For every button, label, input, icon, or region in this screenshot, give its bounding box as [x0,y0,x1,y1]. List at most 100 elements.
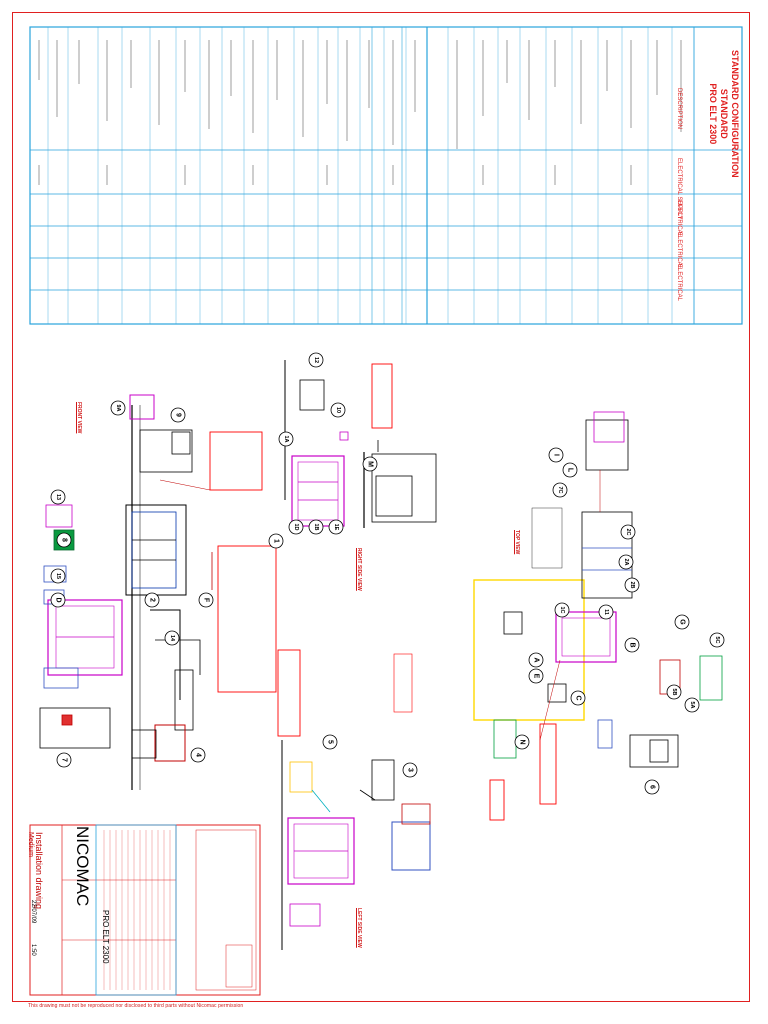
callout-label: 12 [313,357,319,363]
callout-circle [308,352,324,368]
callout-1c: 1C [554,602,570,618]
callout-circle [50,592,66,608]
callout-circle [308,519,324,535]
callout-circle [50,489,66,505]
callout-label: 15 [55,573,61,579]
callout-circle [190,747,206,763]
callout-label: M [367,461,374,467]
page-border [12,12,750,1002]
callout-label: A [533,657,540,662]
callout-12: 12 [308,352,324,368]
callout-label: 7 [61,758,68,762]
callout-1: 1 [268,533,284,549]
callout-label: 10 [335,407,341,413]
callout-circle [56,532,72,548]
callout-label: B [629,642,636,647]
left-side-view [277,649,431,950]
table-title-line-3: PRO ELT 2300 [708,83,718,145]
callout-circle [554,602,570,618]
callout-circle [598,604,614,620]
callout-g: G [674,614,690,630]
callout-label: 3 [407,768,414,772]
callout-circle [624,577,640,593]
callout-label: I [553,454,560,456]
top-view [473,411,723,821]
callout-d: D [50,592,66,608]
callout-5a: 5A [684,697,700,713]
callout-circle [144,592,160,608]
callout-circle [402,762,418,778]
callout-7c: 7C [552,482,568,498]
callout-circle [548,447,564,463]
callout-label: 14 [169,635,175,642]
callout-2: 2 [144,592,160,608]
callout-label: 5A [689,701,695,708]
callout-label: 8 [61,538,68,542]
callout-5: 5 [322,734,338,750]
callout-15: 15 [50,568,66,584]
callout-9: 9 [170,407,186,423]
callout-circle [528,668,544,684]
callout-label: 1C [559,606,565,613]
callout-label: L [567,468,574,473]
callout-label: 5 [327,740,334,744]
callout-circle [562,462,578,478]
callout-2a: 2A [618,554,634,570]
callout-label: 1A [283,435,289,442]
table-header-col5: ELECTRICAL [676,264,682,302]
callout-circle [644,779,660,795]
callout-label: 2 [149,598,156,602]
callout-circle [362,456,378,472]
callout-m: M [362,456,378,472]
callout-circle [110,400,126,416]
callout-circle [164,630,180,646]
callout-label: 9 [175,413,182,417]
callout-circle [328,519,344,535]
title-block-revision: Medium [27,832,34,857]
callout-circle [288,519,304,535]
callout-1d: 1D [288,519,304,535]
view-label-left: LEFT SIDE VIEW [356,908,362,948]
view-label-right: RIGHT SIDE VIEW [356,548,362,591]
callout-label: 2B [629,581,635,588]
table-title-line-2: STANDARD [719,88,729,139]
callout-i: I [548,447,564,463]
callout-e: E [528,668,544,684]
callout-3: 3 [402,762,418,778]
callout-label: 9A [115,404,121,411]
callout-label: E [533,674,540,679]
callout-circle [198,592,214,608]
callout-label: 2C [625,528,631,535]
callout-label: 1B [313,523,319,530]
callout-circle [618,554,634,570]
callout-label: 6 [649,785,656,789]
callout-label: 4 [195,753,202,757]
callout-circle [268,533,284,549]
callout-13: 13 [50,489,66,505]
callout-11: 11 [598,604,614,620]
callout-circle [56,752,72,768]
callout-4: 4 [190,747,206,763]
callout-1a: 1A [278,431,294,447]
callout-a: A [528,652,544,668]
view-label-top: TOP VIEW [514,530,520,555]
callout-c: C [570,690,586,706]
callout-circle [514,734,530,750]
view-label-front: FRONT VIEW [76,402,82,434]
callout-circle [330,402,346,418]
callout-label: F [203,598,210,603]
callout-6: 6 [644,779,660,795]
callout-14: 14 [164,630,180,646]
title-block-model: PRO ELT 2300 [101,910,110,964]
callout-l: L [562,462,578,478]
callout-circle [170,407,186,423]
table-title: STANDARD CONFIGURATION STANDARD PRO ELT … [707,50,740,178]
spec-table [29,26,743,325]
callout-5c: 5C [709,632,725,648]
footer-note: This drawing must not be reproduced nor … [28,1003,244,1009]
callout-circle [278,431,294,447]
callout-circle [570,690,586,706]
callout-circle [552,482,568,498]
